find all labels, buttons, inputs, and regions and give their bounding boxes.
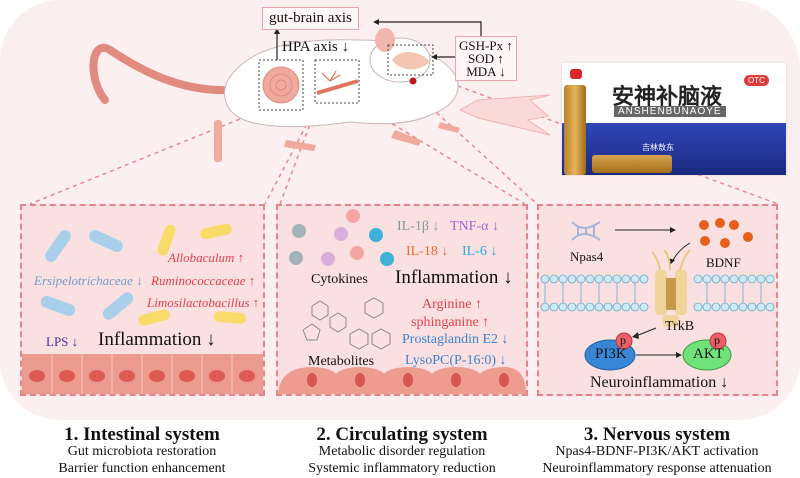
administration-arrow [458, 94, 551, 136]
tnfa-label: TNF-α ↓ [450, 219, 499, 234]
product-name-pinyin: ANSHENBUNAOYE [614, 106, 726, 117]
section-line-nervous-2: Neuroinflammatory response attenuation [542, 461, 772, 476]
intestine-icon [262, 66, 300, 104]
phospho-label-akt: p [714, 333, 720, 347]
product-company: 吉林敖东 [642, 143, 674, 152]
vial-lying [592, 155, 672, 173]
allobaculum-label: Allobaculum ↑ [168, 250, 245, 265]
ruminococcaceae-label: Ruminococcaceae ↑ [151, 273, 256, 288]
npas4-label: Npas4 [570, 249, 604, 264]
rat-ear [375, 28, 395, 52]
section-line-circulating-2: Systemic inflammatory reduction [308, 461, 496, 476]
product-image-anshenbunaoye: 安神补脑液 ANSHENBUNAOYE OTC 吉林敖东 [562, 63, 786, 175]
product-name-cn: 安神补脑液 [612, 85, 723, 110]
mda-label: MDA ↓ [466, 64, 506, 79]
neuroinflammation-label: Neuroinflammation ↓ [590, 374, 729, 391]
hpa-axis-label: HPA axis ↓ [282, 39, 349, 55]
blood-vessel-icon [316, 79, 359, 95]
section-title-nervous: 3. Nervous system [583, 424, 731, 445]
brain-icon [392, 51, 430, 70]
akt-label: AKT [693, 346, 724, 362]
limosilactobacillus-label: Limosilactobacillus ↑ [147, 295, 260, 310]
gut-brain-axis-label: gut-brain axis [262, 7, 359, 30]
panel-circulating [276, 204, 528, 396]
sod-label: SOD ↑ [468, 51, 504, 66]
brand-logo [570, 69, 582, 79]
il1b-label: IL-1β ↓ [397, 219, 440, 234]
section-line-intestinal-1: Gut microbiota restoration [67, 444, 217, 459]
arginine-label: Arginine ↑ [422, 297, 483, 312]
section-title-intestinal: 1. Intestinal system [64, 424, 220, 445]
rat-paws [214, 120, 460, 162]
brain-inset-box [387, 44, 434, 76]
cytokines-label: Cytokines [311, 272, 368, 287]
rat-tail [89, 43, 234, 104]
arrow-head-left-brain [431, 54, 437, 60]
section-title-circulating: 2. Circulating system [316, 424, 488, 445]
panel-nervous [537, 204, 778, 396]
arrow-head-left [373, 19, 379, 25]
inflammation-label-circ: Inflammation ↓ [395, 267, 513, 288]
lps-label: LPS ↓ [46, 334, 79, 349]
arrow-head-up [274, 28, 280, 34]
ersipelotrichaceae-label: Ersipelotrichaceae ↓ [34, 273, 143, 288]
gsh-px-label: GSH-Px ↑ [459, 38, 513, 53]
lysopc-label: LysoPC(P-16:0) ↓ [405, 353, 507, 368]
section-line-nervous-1: Npas4-BDNF-PI3K/AKT activation [555, 444, 759, 459]
section-line-circulating-1: Metabolic disorder regulation [318, 444, 486, 459]
section-line-intestinal-2: Barrier function enhancement [58, 461, 226, 476]
pi3k-label: PI3K [595, 346, 627, 362]
il6-label: IL-6 ↓ [462, 244, 498, 259]
prostaglandin-label: Prostaglandin E2 ↓ [402, 332, 509, 347]
bdnf-label: BDNF [706, 255, 741, 270]
metabolites-label: Metabolites [308, 354, 375, 369]
rat-eye [409, 77, 417, 85]
vial-standing [564, 85, 586, 175]
oxidative-markers-box: GSH-Px ↑ SOD ↑ MDA ↓ [455, 36, 517, 81]
trkb-label: TrkB [665, 319, 695, 334]
inflammation-label-gut: Inflammation ↓ [98, 329, 216, 350]
vessel-inset-box [314, 59, 360, 104]
gut-inset-box [258, 59, 304, 111]
otc-badge: OTC [744, 75, 769, 86]
il18-label: IL-18 ↓ [406, 244, 449, 259]
phospho-label-pi3k: p [620, 333, 626, 347]
sphinganine-label: sphinganine ↑ [411, 315, 490, 330]
